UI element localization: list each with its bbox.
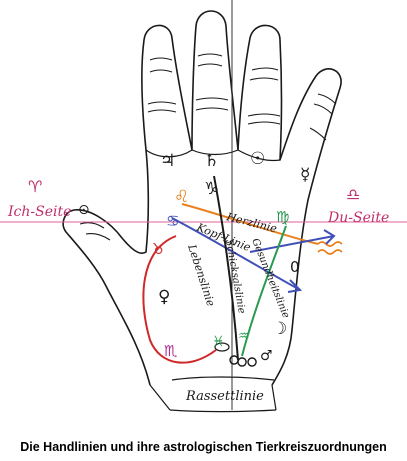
taurus-symbol: ♉: [152, 240, 165, 258]
rassettlinie-label: Rassettlinie: [185, 389, 264, 404]
wrist-line-1: [171, 376, 275, 381]
wrist-side-left: [149, 384, 171, 411]
finger-crease-2: [191, 149, 239, 156]
wrist-side-right: [271, 384, 277, 411]
scorpio-symbol: ♏: [164, 342, 178, 360]
herzlinie-wave: [317, 241, 343, 255]
virgo-symbol: ♍: [276, 208, 289, 226]
kopflinie-arrow: [287, 279, 303, 293]
kopflinie-line: [171, 217, 301, 291]
zero-mark: 0: [290, 258, 300, 276]
saturn-symbol: ♄: [204, 151, 219, 171]
mars-symbol: ♂: [260, 348, 273, 364]
mount-loops: [229, 355, 257, 367]
ich-seite-label: Ich-Seite: [7, 204, 71, 220]
jupiter-symbol: ♃: [160, 151, 175, 171]
aries-symbol: ♈: [28, 177, 42, 196]
aquarius-symbol: ♒: [238, 329, 250, 344]
moon-symbol: ☽: [272, 319, 287, 339]
mercury-symbol: ☿: [300, 165, 310, 185]
knuckle-lines: [79, 53, 337, 241]
gesundheitslinie-label: Gesundheitslinie: [249, 237, 291, 320]
lebenslinie-line: [142, 235, 217, 364]
leo-symbol: ♌: [174, 187, 189, 207]
sun-symbol: ☉: [250, 149, 265, 169]
wrist-line-2: [169, 409, 277, 413]
venus-symbol: ♀: [158, 287, 170, 307]
capricorn-symbol: ♑: [204, 179, 219, 199]
thumb-sun-dot: ⊙: [78, 202, 90, 218]
kopflinie-branch: [249, 229, 336, 253]
hand-outline: [62, 10, 342, 386]
finger-crease-1: [145, 149, 193, 158]
herzlinie-line: [181, 203, 319, 245]
finger-crease-3: [237, 149, 281, 162]
venus-mount-mark: [214, 342, 230, 352]
gesundheitslinie-line: [241, 225, 287, 357]
libra-symbol: ♎: [346, 185, 360, 204]
du-seite-label: Du-Seite: [327, 210, 389, 226]
lebenslinie-label: Lebenslinie: [185, 242, 218, 309]
schicksalslinie-line: [213, 175, 239, 361]
figure-caption: Die Handlinien und ihre astrologischen T…: [20, 440, 387, 454]
pisces-symbol: ♓: [212, 334, 225, 350]
cancer-symbol: ♋: [166, 212, 179, 230]
